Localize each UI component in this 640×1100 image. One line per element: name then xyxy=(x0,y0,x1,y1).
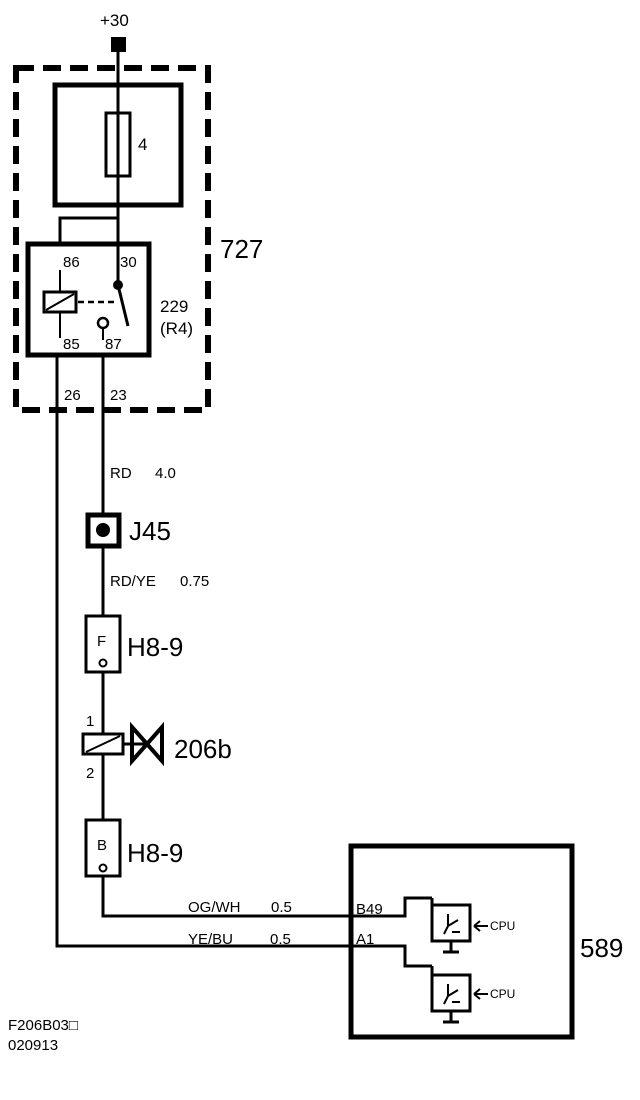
relay-contact-87 xyxy=(96,316,110,330)
coil-feed-wire xyxy=(58,216,118,244)
connector-b-pin: B xyxy=(97,837,107,854)
wire-rd-color: RD xyxy=(110,465,132,482)
ecu-driver-2-switch-icon xyxy=(443,984,460,1005)
wire-og-wh xyxy=(101,876,432,918)
ecu-driver-2 xyxy=(430,973,472,1013)
fuse-number: 4 xyxy=(138,135,147,154)
ecu-pin-b49: B49 xyxy=(356,901,383,918)
valve-pin-1: 1 xyxy=(86,713,94,730)
ecu-pin-a1: A1 xyxy=(356,931,374,948)
wire-og-wh-size: 0.5 xyxy=(271,899,292,916)
ecu-589-label: 589 xyxy=(580,933,623,963)
relay-switch-arm xyxy=(116,284,130,327)
connector-b-label: H8-9 xyxy=(127,838,183,868)
valve-label: 206b xyxy=(174,734,232,764)
wire-rd-ye-size: 0.75 xyxy=(180,573,209,590)
ecu-driver-1 xyxy=(430,903,472,943)
relay-pin-30: 30 xyxy=(120,254,137,271)
wire-og-wh-color: OG/WH xyxy=(188,899,241,916)
ecu-driver-1-switch-icon xyxy=(443,914,460,935)
splice-j45-label: J45 xyxy=(129,516,171,546)
relay-pin-87: 87 xyxy=(105,336,122,353)
cpu-arrow-icon-1 xyxy=(473,920,488,932)
valve-symbol-icon xyxy=(130,721,164,767)
coil-diagonal xyxy=(45,293,75,311)
footer-date: 020913 xyxy=(8,1037,58,1054)
connector-f-label: H8-9 xyxy=(127,632,183,662)
supply-terminal xyxy=(111,37,126,52)
relay-ref: (R4) xyxy=(160,319,193,338)
relay-pin-85: 85 xyxy=(63,336,80,353)
wire-ye-bu xyxy=(55,355,432,968)
module-727-label: 727 xyxy=(220,234,263,264)
wire-rd-ye-color: RD/YE xyxy=(110,573,156,590)
wire-ye-bu-size: 0.5 xyxy=(270,931,291,948)
supply-label: +30 xyxy=(100,11,129,30)
connector-f-pin-hole xyxy=(98,658,108,668)
relay-id: 229 xyxy=(160,297,188,316)
valve-coil-diagonal xyxy=(85,735,121,753)
ecu-cpu-1: CPU xyxy=(490,919,515,933)
cpu-arrow-icon-2 xyxy=(473,988,488,1000)
module-pin-26: 26 xyxy=(64,387,81,404)
relay-229-box xyxy=(25,241,152,358)
connector-f-pin: F xyxy=(97,633,106,650)
ecu-589-box xyxy=(348,843,575,1040)
footer-ref: F206B03□ xyxy=(8,1017,78,1034)
module-pin-23: 23 xyxy=(110,387,127,404)
ecu-cpu-2: CPU xyxy=(490,987,515,1001)
relay-pin-86: 86 xyxy=(63,254,80,271)
wire-ye-bu-color: YE/BU xyxy=(188,931,233,948)
valve-pin-2: 2 xyxy=(86,765,94,782)
module-727-boundary xyxy=(13,65,211,413)
connector-b-pin-hole xyxy=(98,863,108,873)
splice-j45-dot xyxy=(96,523,110,537)
wire-rd-size: 4.0 xyxy=(155,465,176,482)
